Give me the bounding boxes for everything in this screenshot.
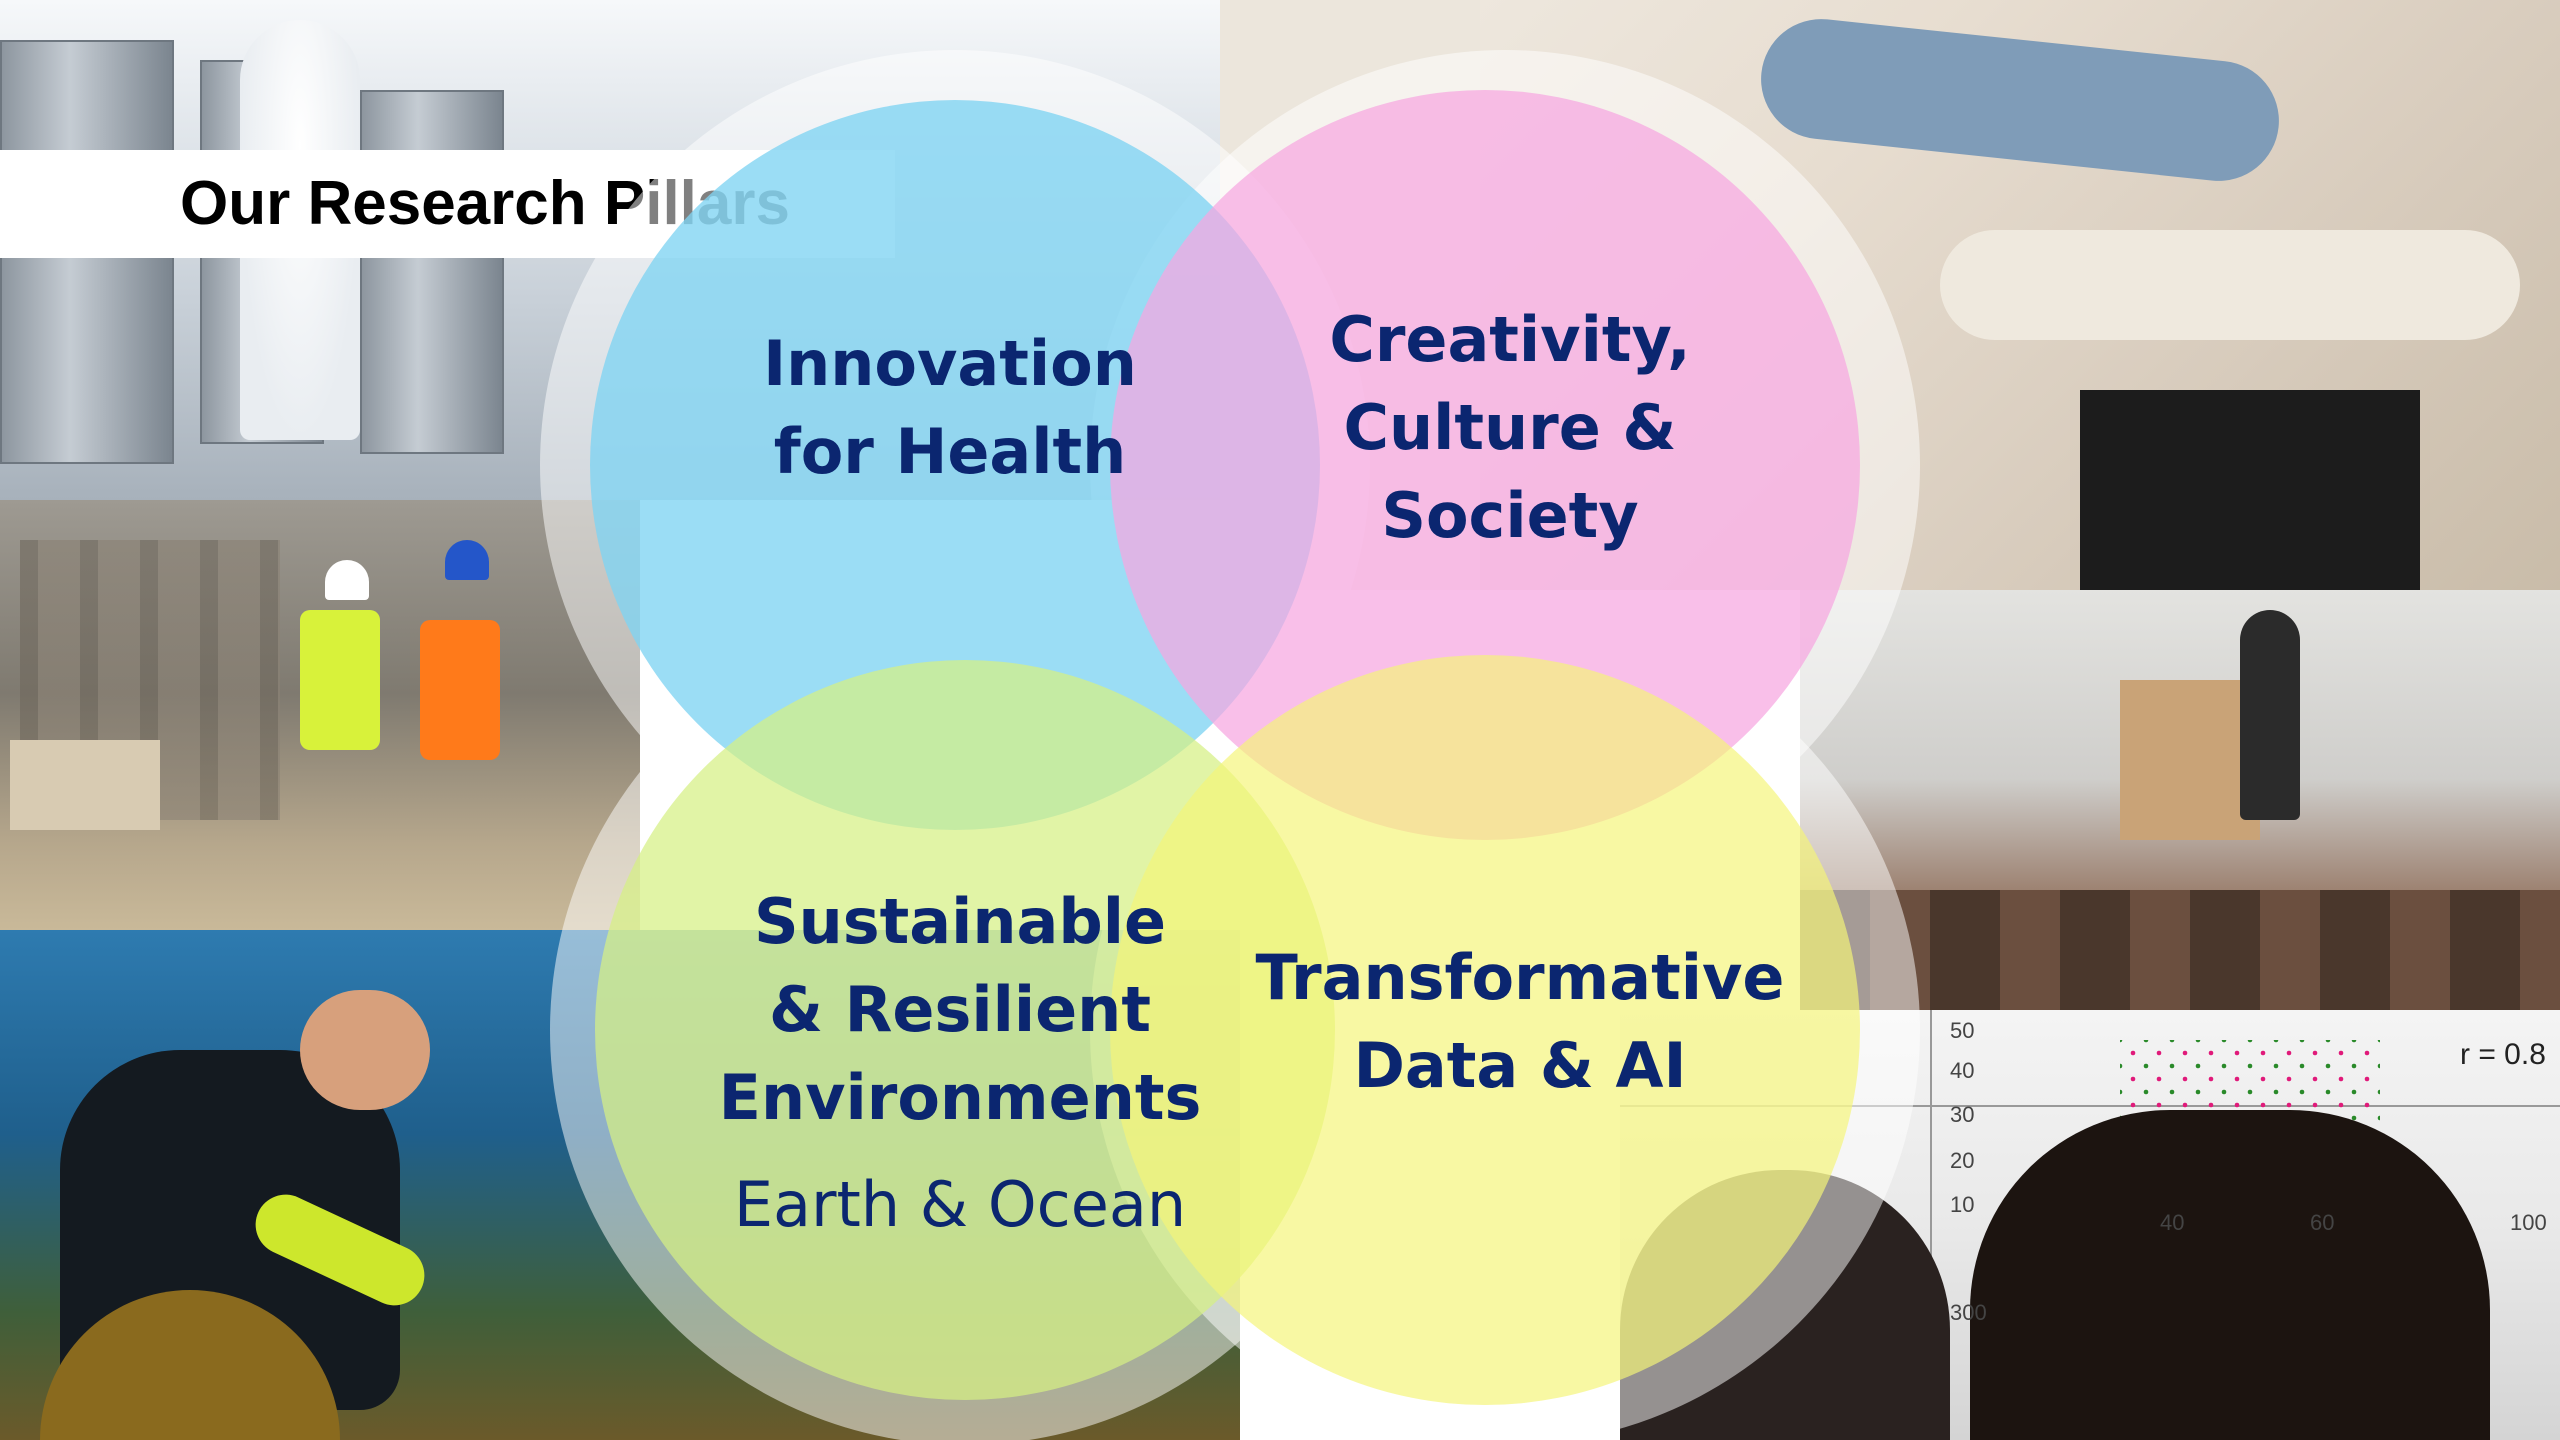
creativity-label: Creativity, Culture & Society <box>1260 296 1760 560</box>
chart-ytick-300: 300 <box>1950 1300 1987 1325</box>
health-label: Innovation for Health <box>700 320 1200 496</box>
chart-ytick-30: 30 <box>1950 1102 1975 1127</box>
chart-ytick-10: 10 <box>1950 1192 1975 1217</box>
chart-xtick-100: 100 <box>2510 1210 2547 1235</box>
chart-xtick-60: 60 <box>2310 1210 2335 1235</box>
sustainable-label-line2: & Resilient <box>769 973 1151 1046</box>
health-circle <box>590 100 1320 830</box>
chart-ytick-50: 50 <box>1950 1018 1975 1043</box>
scatter-plot-presentation-photo: 50 40 30 20 10 300 40 60 100 r = 0.8 <box>1620 1010 2560 1440</box>
sustainable-label-line1: Sustainable <box>753 885 1167 958</box>
lecture-audience-photo <box>1800 590 2560 1010</box>
sustainable-circle <box>595 660 1335 1400</box>
data-ai-label-line1: Transformative <box>1255 941 1785 1014</box>
sustainable-subtitle: Earth & Ocean <box>733 1168 1187 1241</box>
sustainable-label: Sustainable & Resilient Environments <box>680 878 1240 1142</box>
creativity-label-line1: Creativity, <box>1329 303 1691 376</box>
creativity-circle <box>1110 90 1860 840</box>
sustainable-label-line3: Environments <box>718 1061 1202 1134</box>
health-label-line2: for Health <box>773 415 1127 488</box>
chart-xtick-40: 40 <box>2160 1210 2185 1235</box>
data-ai-label-line2: Data & AI <box>1353 1029 1687 1102</box>
data-ai-circle <box>1110 655 1860 1405</box>
chart-annotation: r = 0.8 <box>2460 1038 2546 1071</box>
chart-ytick-40: 40 <box>1950 1058 1975 1083</box>
construction-site-photo <box>0 500 640 930</box>
chart-ytick-20: 20 <box>1950 1148 1975 1173</box>
creativity-label-line3: Society <box>1381 479 1639 552</box>
data-ai-label: Transformative Data & AI <box>1230 934 1810 1110</box>
creativity-label-line2: Culture & <box>1343 391 1677 464</box>
health-label-line1: Innovation <box>763 327 1137 400</box>
